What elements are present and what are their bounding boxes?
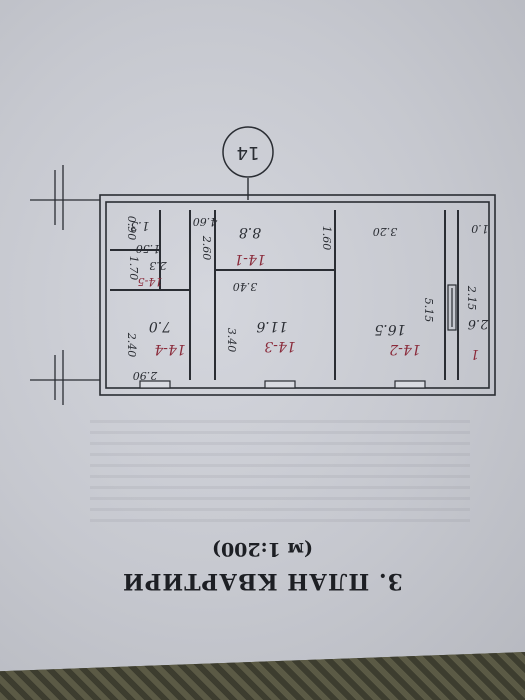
plan-scale: (м 1:200)	[212, 538, 313, 560]
dim-170: 1.70	[127, 256, 140, 281]
dim-160: 1.60	[320, 226, 333, 251]
dimension-labels: 4.60 3.20 1.0 1.60 2.60 3.40 3.40 2.40 2…	[125, 215, 489, 382]
outer-walls	[99, 194, 496, 396]
dim-240: 2.40	[125, 332, 138, 358]
radiator-element	[447, 284, 457, 331]
room-14-2-area: 16.5	[374, 321, 405, 337]
dim-10: 1.0	[471, 222, 489, 235]
room-14-5-id: 14-5	[138, 275, 163, 288]
apartment-number: 14	[237, 142, 260, 163]
room-1-area: 2.6	[468, 316, 490, 331]
dim-515: 5.15	[422, 298, 435, 323]
windows	[139, 380, 426, 389]
dim-290: 2.90	[133, 369, 159, 382]
room-14-4-area: 7.0	[149, 318, 171, 334]
small-area: 1.3	[130, 219, 149, 233]
dim-460: 4.60	[193, 215, 219, 228]
room-14-3-area: 11.6	[256, 318, 287, 334]
room-14-1-area: 8.8	[239, 224, 261, 240]
room-14-1-id: 14-1	[234, 251, 265, 267]
dim-260: 2.60	[200, 235, 213, 261]
dim-340-a: 3.40	[233, 280, 258, 293]
room-labels: 8.8 14-1 14-3 11.6 14-2 16.5 14-4 7.0 14…	[130, 219, 489, 361]
room-14-2-id: 14-2	[389, 341, 421, 357]
apartment-marker: 14	[222, 126, 274, 200]
room-14-5-area: 2.3	[149, 259, 168, 272]
plan-title: 3. ПЛАН КВАРТИРИ	[122, 568, 403, 594]
dim-320: 3.20	[373, 225, 398, 238]
paper-sheet	[0, 0, 525, 670]
dim-090: 0.90	[125, 216, 138, 241]
dim-215: 2.15	[465, 285, 478, 311]
interior-walls	[110, 210, 459, 380]
dim-150: 1.50	[136, 242, 161, 255]
dimension-ticks	[30, 165, 100, 405]
room-14-4-id: 14-4	[154, 341, 185, 357]
dim-340-b: 3.40	[225, 328, 238, 353]
room-1-id: 1	[471, 346, 479, 361]
room-14-3-id: 14-3	[264, 338, 296, 354]
